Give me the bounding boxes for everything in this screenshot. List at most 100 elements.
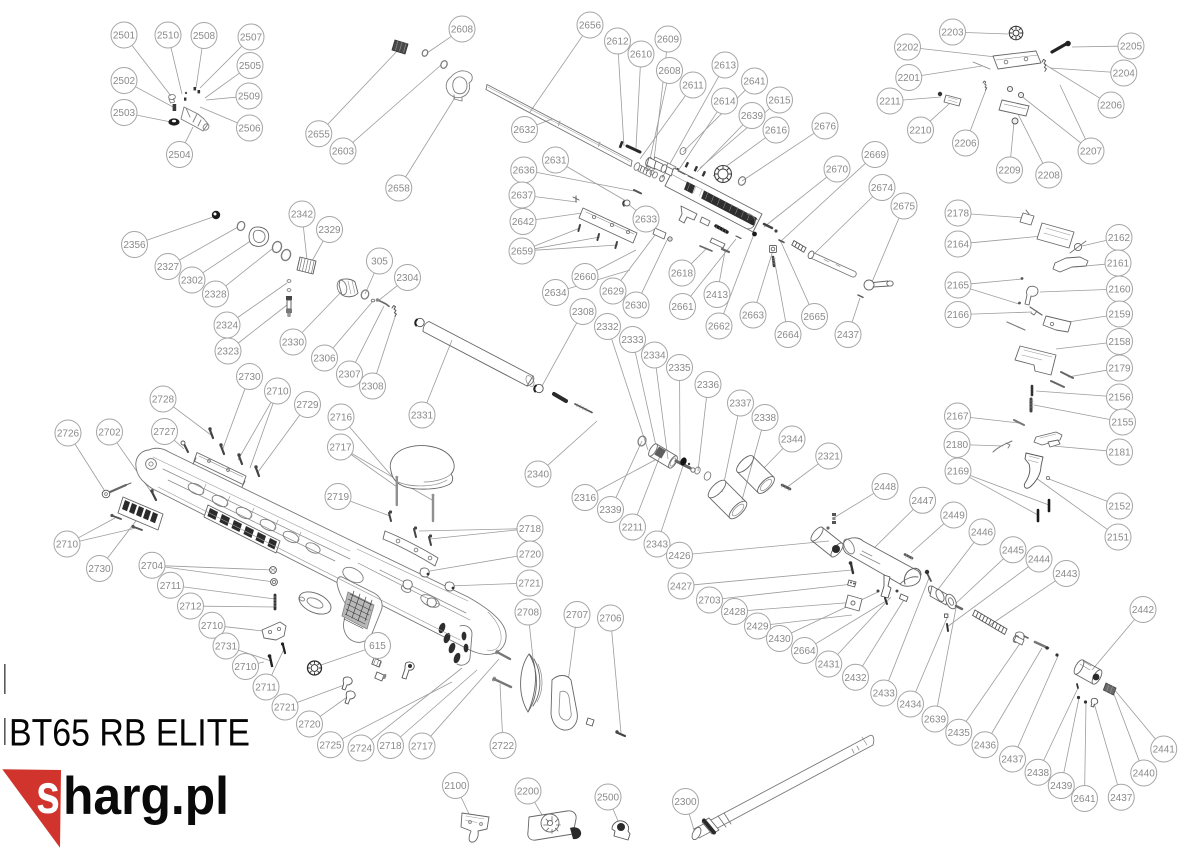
svg-text:2207: 2207 [1080,147,1103,158]
svg-text:2161: 2161 [1107,259,1130,270]
svg-text:2302: 2302 [181,276,204,287]
svg-text:2445: 2445 [1002,545,1025,556]
svg-text:2160: 2160 [1108,285,1131,296]
svg-text:2444: 2444 [1028,555,1051,566]
svg-text:2334: 2334 [643,351,666,362]
svg-text:2717: 2717 [411,742,434,753]
svg-text:2438: 2438 [1027,768,1050,779]
svg-text:2206: 2206 [954,139,977,150]
svg-text:2659: 2659 [511,247,534,258]
svg-text:2100: 2100 [444,781,467,792]
svg-text:2437: 2437 [1110,793,1133,804]
svg-text:2636: 2636 [513,166,536,177]
svg-text:2641: 2641 [1073,794,1096,805]
svg-text:s: s [36,762,60,825]
svg-text:2702: 2702 [98,428,121,439]
svg-text:2211: 2211 [879,97,901,108]
svg-text:2730: 2730 [88,564,111,575]
svg-text:2165: 2165 [947,281,970,292]
svg-text:2208: 2208 [1038,171,1061,182]
svg-text:2413: 2413 [706,290,729,301]
svg-text:2327: 2327 [157,262,180,273]
svg-text:2209: 2209 [998,166,1021,177]
svg-text:2308: 2308 [361,382,384,393]
svg-text:2356: 2356 [123,240,146,251]
svg-text:2162: 2162 [1108,233,1131,244]
svg-text:2335: 2335 [668,363,691,374]
svg-text:2206: 2206 [1100,101,1123,112]
svg-text:2630: 2630 [625,301,648,312]
svg-text:2731: 2731 [215,642,238,653]
svg-text:2618: 2618 [671,269,694,280]
svg-text:2300: 2300 [674,797,697,808]
svg-text:2716: 2716 [330,413,353,424]
svg-text:2440: 2440 [1133,769,1156,780]
svg-text:2159: 2159 [1108,310,1131,321]
svg-text:2441: 2441 [1153,745,1176,756]
svg-text:2721: 2721 [518,579,541,590]
svg-text:2211: 2211 [622,523,644,534]
svg-text:2725: 2725 [319,740,342,751]
svg-text:2729: 2729 [296,400,319,411]
svg-text:2447: 2447 [911,496,934,507]
svg-text:2660: 2660 [574,272,597,283]
svg-text:2664: 2664 [777,330,800,341]
svg-text:2435: 2435 [948,728,971,739]
svg-text:2204: 2204 [1113,69,1136,80]
svg-text:2674: 2674 [871,183,894,194]
svg-text:2676: 2676 [814,122,837,133]
svg-text:2502: 2502 [113,76,136,87]
svg-text:2307: 2307 [338,370,361,381]
svg-text:2507: 2507 [240,33,263,44]
svg-text:2639: 2639 [924,715,947,726]
svg-text:2431: 2431 [818,660,841,671]
svg-text:2316: 2316 [574,493,597,504]
svg-text:2428: 2428 [723,607,746,618]
svg-text:2641: 2641 [743,77,766,88]
svg-text:2664: 2664 [793,646,816,657]
svg-text:2156: 2156 [1108,393,1131,404]
svg-text:2437: 2437 [837,330,860,341]
svg-text:2717: 2717 [329,443,352,454]
svg-text:2720: 2720 [298,720,321,731]
svg-text:2427: 2427 [670,582,693,593]
svg-text:2611: 2611 [682,81,704,92]
svg-text:2710: 2710 [201,621,224,632]
svg-text:2178: 2178 [947,209,970,220]
svg-text:2436: 2436 [974,740,997,751]
svg-text:2446: 2446 [971,527,994,538]
svg-text:2306: 2306 [313,354,336,365]
svg-text:2443: 2443 [1055,569,1078,580]
svg-text:2328: 2328 [204,290,227,301]
svg-text:2710: 2710 [266,387,289,398]
svg-text:2632: 2632 [513,125,536,136]
svg-text:2603: 2603 [332,147,355,158]
svg-text:2710: 2710 [56,540,79,551]
svg-text:2164: 2164 [947,240,970,251]
svg-text:2337: 2337 [729,399,752,410]
svg-text:2434: 2434 [899,700,922,711]
svg-text:2711: 2711 [255,683,277,694]
svg-text:2151: 2151 [1107,533,1130,544]
svg-text:2321: 2321 [818,452,841,463]
svg-text:2338: 2338 [754,413,777,424]
svg-text:2704: 2704 [141,561,164,572]
svg-text:2202: 2202 [896,43,919,54]
svg-text:2658: 2658 [388,184,411,195]
svg-text:2633: 2633 [635,215,658,226]
svg-text:2615: 2615 [768,96,791,107]
svg-text:2728: 2728 [152,395,175,406]
svg-text:2661: 2661 [671,302,694,313]
svg-text:2718: 2718 [519,524,542,535]
svg-text:2503: 2503 [113,108,136,119]
svg-text:2179: 2179 [1108,364,1131,375]
svg-text:2339: 2339 [599,505,622,516]
svg-text:2510: 2510 [157,31,180,42]
svg-text:2437: 2437 [1001,755,1024,766]
svg-text:2432: 2432 [844,673,867,684]
svg-text:2727: 2727 [153,427,176,438]
svg-text:2639: 2639 [741,111,764,122]
svg-text:2505: 2505 [239,61,262,72]
svg-text:2730: 2730 [238,372,261,383]
svg-text:2340: 2340 [527,470,550,481]
